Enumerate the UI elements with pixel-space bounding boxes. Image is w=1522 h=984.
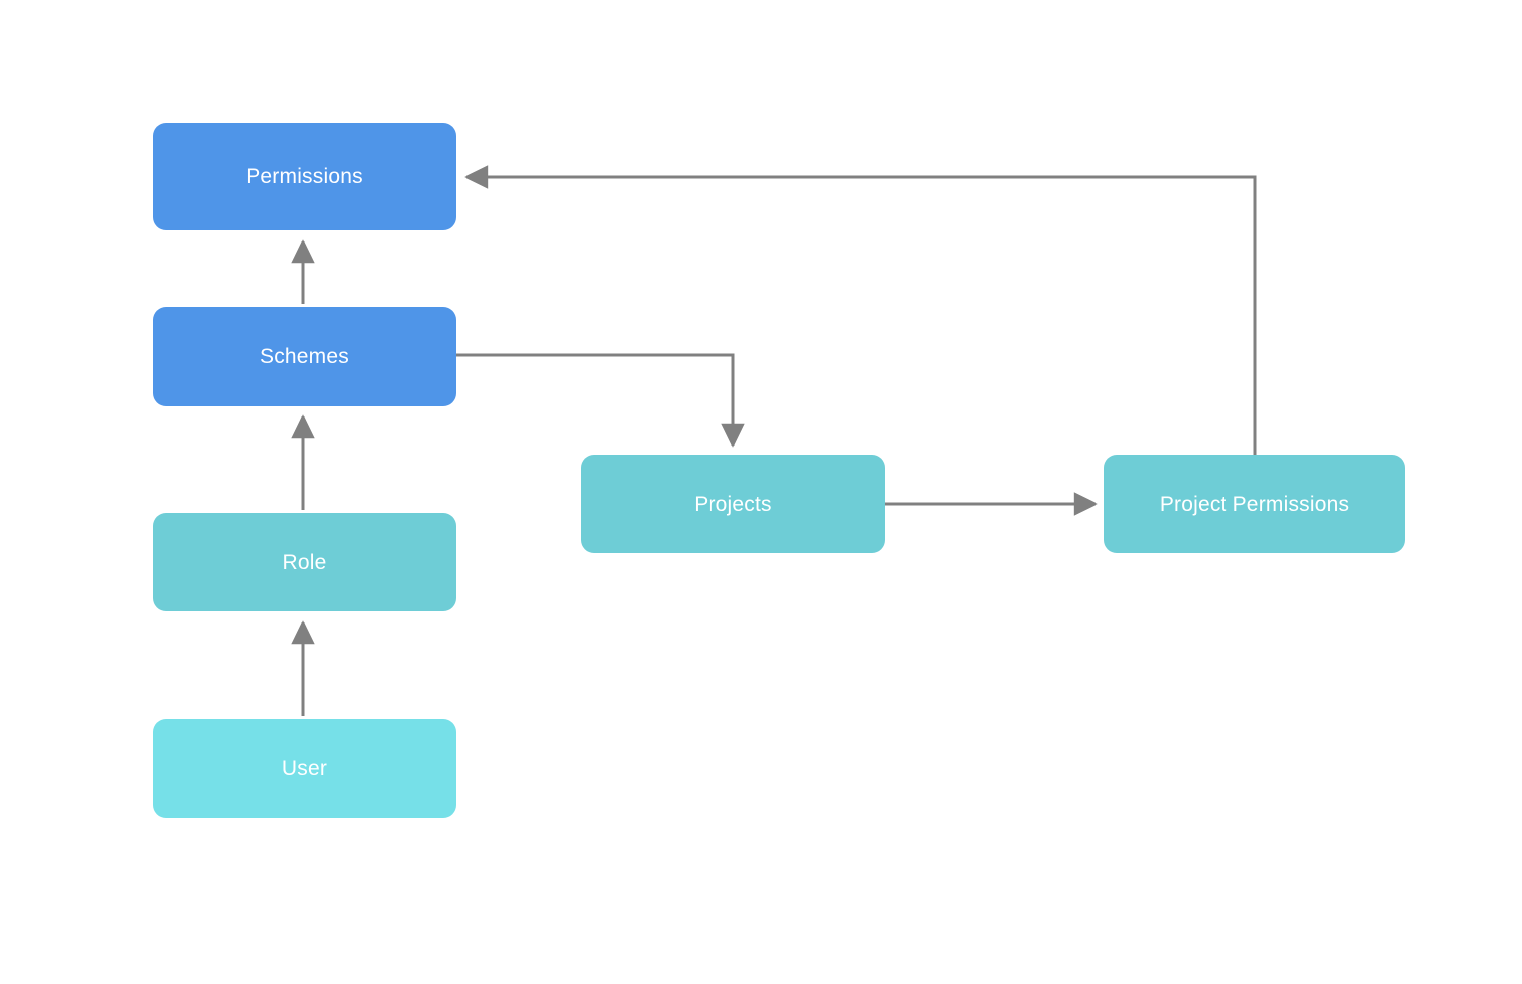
node-project-permissions-label: Project Permissions <box>1159 492 1350 516</box>
node-permissions-label: Permissions <box>246 165 363 188</box>
node-project-permissions[interactable]: Project Permissions <box>1104 455 1405 553</box>
node-role[interactable]: Role <box>153 513 456 611</box>
node-user-label: User <box>281 757 328 780</box>
edge-schemes-to-projects <box>456 353 745 448</box>
node-schemes[interactable]: Schemes <box>153 307 456 406</box>
node-role-label: Role <box>282 550 327 574</box>
node-user[interactable]: User <box>153 719 456 818</box>
node-schemes-label: Schemes <box>260 345 349 368</box>
edge-project-permissions-to-permissions <box>464 165 1257 455</box>
node-permissions[interactable]: Permissions <box>153 123 456 230</box>
node-projects-label: Projects <box>694 492 772 516</box>
node-projects[interactable]: Projects <box>581 455 885 553</box>
